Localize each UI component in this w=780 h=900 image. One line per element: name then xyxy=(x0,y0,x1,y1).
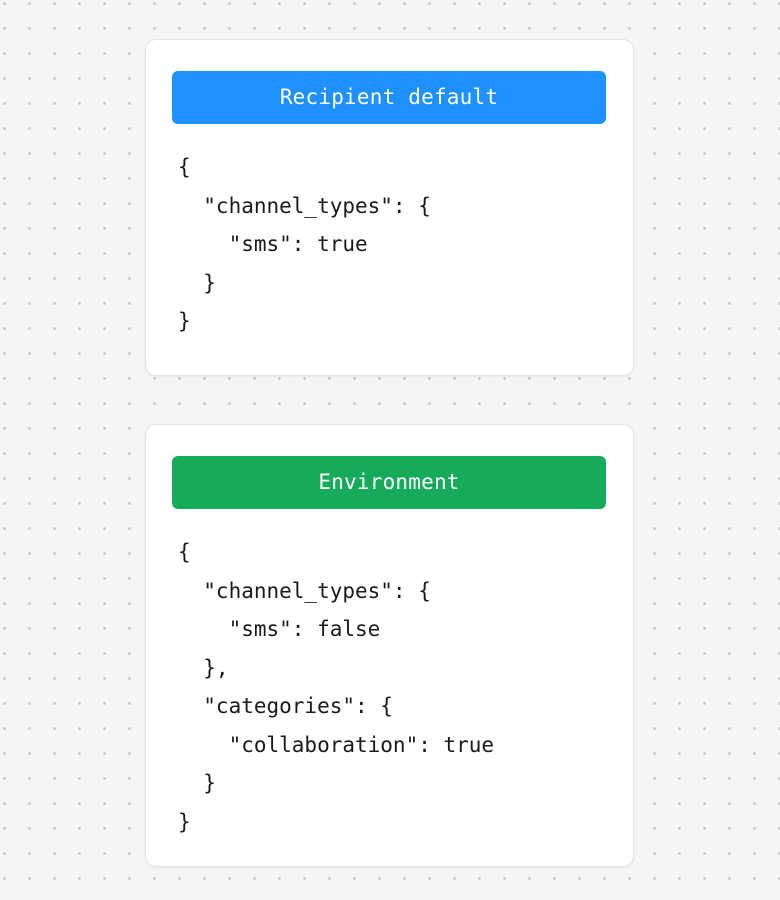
card-header-title: Recipient default xyxy=(279,85,499,109)
card-header-environment: Environment xyxy=(172,456,606,509)
card-header-title: Environment xyxy=(318,470,460,494)
card-recipient-default[interactable]: Recipient default { "channel_types": { "… xyxy=(145,39,634,376)
json-code-block-environment: { "channel_types": { "sms": false }, "ca… xyxy=(178,540,495,834)
card-header-recipient-default: Recipient default xyxy=(172,71,606,124)
json-code-block-recipient-default: { "channel_types": { "sms": true } } xyxy=(178,155,431,333)
card-environment[interactable]: Environment { "channel_types": { "sms": … xyxy=(145,424,634,867)
